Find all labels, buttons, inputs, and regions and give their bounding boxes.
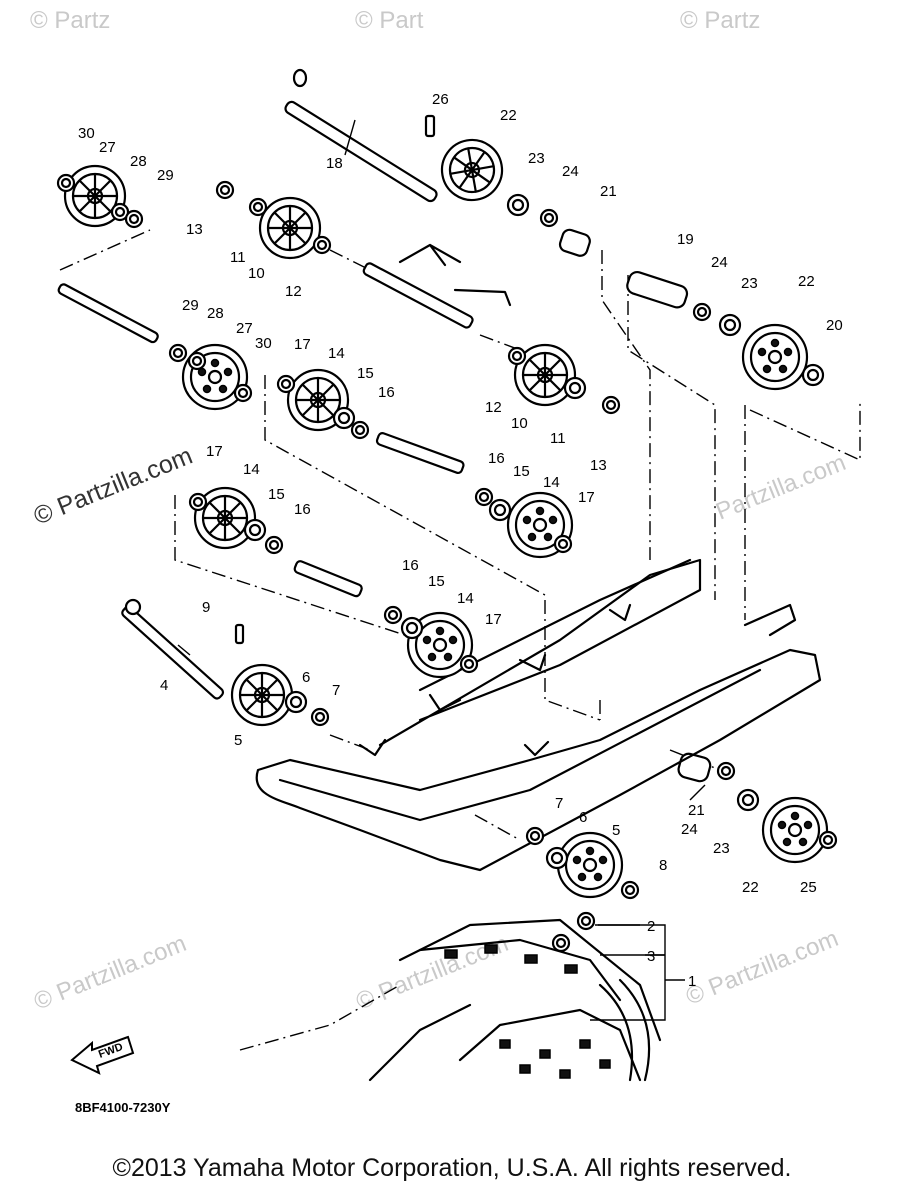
assembly-lines: [59, 229, 861, 1051]
callout-8: 8: [659, 857, 667, 874]
callout-13: 13: [186, 221, 203, 238]
watermark-top-left: © Partz: [30, 7, 110, 34]
callout-25: 25: [800, 879, 817, 896]
callout-16: 16: [402, 557, 419, 574]
callout-5: 5: [612, 822, 620, 839]
callout-5: 5: [234, 732, 242, 749]
callout-30: 30: [255, 335, 272, 352]
callout-6: 6: [579, 809, 587, 826]
bearings-and-rings: [56, 114, 838, 953]
callout-numbers: 1 2 3 4 5 5 6 6 7 7 8 9 10 10 11 11 12 1…: [78, 91, 843, 990]
shaft-center-pivot: [362, 243, 512, 329]
callout-6: 6: [302, 669, 310, 686]
callout-7: 7: [555, 795, 563, 812]
watermark-lower-left: © Partzilla.com: [30, 930, 190, 1016]
axle-18: [284, 68, 438, 203]
callout-1: 1: [688, 973, 696, 990]
callout-23: 23: [741, 275, 758, 292]
callout-22: 22: [500, 107, 517, 124]
callout-14: 14: [243, 461, 260, 478]
callout-27: 27: [99, 139, 116, 156]
callout-2: 2: [647, 918, 655, 935]
shaft-lower: [293, 560, 363, 598]
wheel-22-right: [741, 323, 809, 391]
forward-arrow-icon: FWD: [70, 1035, 135, 1075]
callout-17: 17: [485, 611, 502, 628]
callout-23: 23: [713, 840, 730, 857]
callout-24: 24: [562, 163, 579, 180]
callout-29: 29: [182, 297, 199, 314]
callout-13: 13: [590, 457, 607, 474]
diagram-code: 8BF4100-7230Y: [75, 1100, 171, 1115]
callout-14: 14: [457, 590, 474, 607]
callout-21: 21: [688, 802, 705, 819]
sleeve-19: [626, 270, 689, 309]
callout-23: 23: [528, 150, 545, 167]
callout-20: 20: [826, 317, 843, 334]
callout-15: 15: [513, 463, 530, 480]
slide-rail-frame: [255, 558, 822, 872]
wheel-22-top: [436, 134, 508, 206]
callout-21: 21: [600, 183, 617, 200]
callout-10: 10: [511, 415, 528, 432]
callout-16: 16: [294, 501, 311, 518]
callout-17: 17: [578, 489, 595, 506]
callout-26: 26: [432, 91, 449, 108]
callout-11: 11: [550, 430, 566, 447]
callout-17: 17: [294, 336, 311, 353]
leader-lines: [177, 119, 706, 1021]
callout-16: 16: [488, 450, 505, 467]
wheel-10-top: [258, 196, 322, 260]
callout-14: 14: [543, 474, 560, 491]
callout-7: 7: [332, 682, 340, 699]
callout-30: 30: [78, 125, 95, 142]
callout-24: 24: [711, 254, 728, 271]
spacer-21-lower: [677, 752, 712, 783]
watermark-brand: © Partzilla.com: [30, 441, 197, 530]
callout-22: 22: [742, 879, 759, 896]
callout-15: 15: [268, 486, 285, 503]
callout-17: 17: [206, 443, 223, 460]
callout-27: 27: [236, 320, 253, 337]
callout-19: 19: [677, 231, 694, 248]
axle-left-upper: [57, 283, 159, 344]
callout-29: 29: [157, 167, 174, 184]
watermark-mid-right: Partzilla.com: [712, 449, 849, 525]
callout-12: 12: [285, 283, 302, 300]
callout-14: 14: [328, 345, 345, 362]
callout-3: 3: [647, 948, 655, 965]
watermark-lower-right: © Partzilla.com: [682, 925, 842, 1011]
callout-24: 24: [681, 821, 698, 838]
callout-28: 28: [130, 153, 147, 170]
wheel-22-lower: [761, 796, 829, 864]
wheel-5-lower: [556, 831, 624, 899]
callout-15: 15: [357, 365, 374, 382]
axle-4: [121, 598, 225, 700]
callout-9: 9: [202, 599, 210, 616]
callout-4: 4: [160, 677, 168, 694]
callout-12: 12: [485, 399, 502, 416]
watermark-top-right: © Partz: [680, 7, 760, 34]
callout-18: 18: [326, 155, 343, 172]
copyright-notice: ©2013 Yamaha Motor Corporation, U.S.A. A…: [112, 1154, 792, 1182]
watermark-top-mid: © Part: [355, 7, 424, 34]
callout-16: 16: [378, 384, 395, 401]
track-assembly-1: [368, 918, 662, 1082]
watermarks: © Partz © Part © Partz Partzilla.com © P…: [30, 7, 850, 1016]
shaft-16: [375, 432, 465, 475]
callout-28: 28: [207, 305, 224, 322]
callout-22: 22: [798, 273, 815, 290]
callout-15: 15: [428, 573, 445, 590]
wheel-5-left: [230, 663, 294, 727]
callout-10: 10: [248, 265, 265, 282]
spacer-21-upper: [558, 228, 591, 257]
callout-11: 11: [230, 249, 246, 266]
